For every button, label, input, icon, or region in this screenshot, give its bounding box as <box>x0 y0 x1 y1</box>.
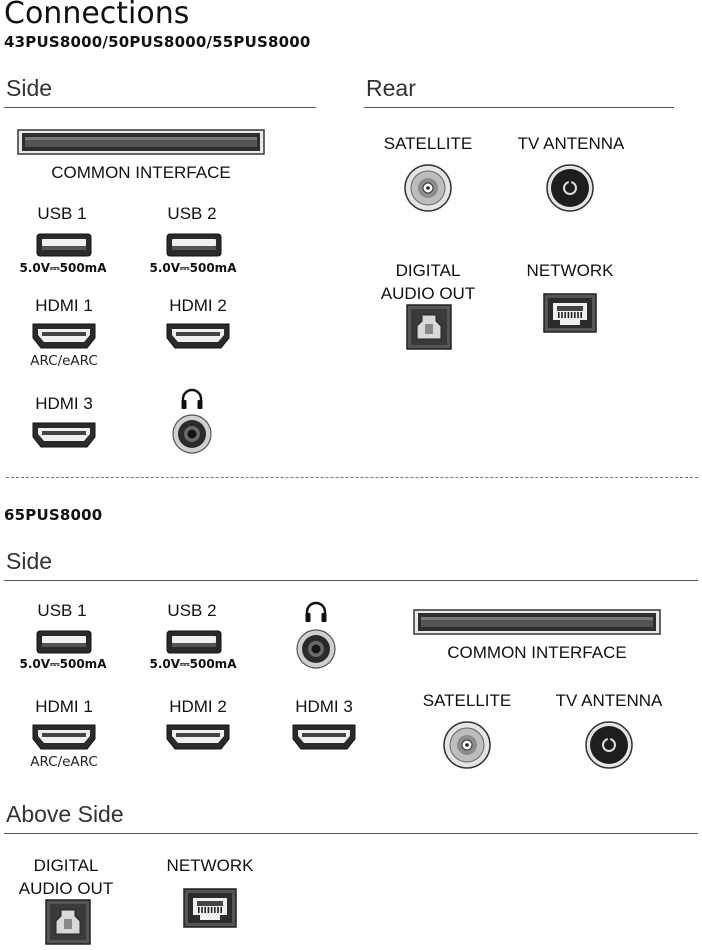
hdmi1-label-2: HDMI 1 <box>35 697 93 716</box>
digital-audio-label-line2-2: AUDIO OUT <box>18 879 114 898</box>
hdmi1-arc-label-2: ARC/eARC <box>30 754 98 770</box>
optical-port-1 <box>406 304 452 350</box>
digital-audio-label-line1-1: DIGITAL <box>395 261 461 280</box>
divider-side-2 <box>4 580 698 581</box>
usb2-port-1 <box>166 233 222 257</box>
tv-antenna-connector-1 <box>546 164 594 212</box>
common-interface-slot-1 <box>17 129 265 155</box>
network-label-2: NETWORK <box>166 856 254 875</box>
satellite-connector-1 <box>404 164 452 212</box>
usb2-port-2 <box>166 630 222 654</box>
model-list-1: 43PUS8000/50PUS8000/55PUS8000 <box>4 33 311 51</box>
satellite-connector-2 <box>443 721 491 769</box>
hdmi2-port-1 <box>166 323 230 349</box>
tv-antenna-label-1: TV ANTENNA <box>517 134 625 153</box>
ethernet-port-2 <box>183 888 237 928</box>
usb1-port-1 <box>36 233 92 257</box>
group-separator <box>6 477 698 478</box>
hdmi1-port-1 <box>32 323 96 349</box>
model-list-2: 65PUS8000 <box>4 506 103 524</box>
usb2-label-2: USB 2 <box>167 601 217 620</box>
satellite-label-1: SATELLITE <box>383 134 473 153</box>
page-title: Connections <box>4 0 190 31</box>
divider-rear-1 <box>364 107 674 108</box>
digital-audio-label-line1-2: DIGITAL <box>33 856 99 875</box>
headphone-jack-1 <box>172 414 212 454</box>
hdmi1-label-1: HDMI 1 <box>35 296 93 315</box>
usb2-spec-2: 5.0V⎓500mA <box>149 657 237 671</box>
section-side-2: Side <box>6 548 53 574</box>
usb1-label-1: USB 1 <box>37 204 87 223</box>
section-rear-1: Rear <box>366 75 416 101</box>
usb2-spec-1: 5.0V⎓500mA <box>149 261 237 275</box>
hdmi3-port-2 <box>292 724 356 750</box>
tv-antenna-label-2: TV ANTENNA <box>555 691 663 710</box>
usb1-spec-2: 5.0V⎓500mA <box>19 657 107 671</box>
hdmi3-port-1 <box>32 422 96 448</box>
hdmi3-label-1: HDMI 3 <box>35 394 93 413</box>
network-label-1: NETWORK <box>526 261 614 280</box>
usb1-spec-1: 5.0V⎓500mA <box>19 261 107 275</box>
optical-port-2 <box>45 899 91 945</box>
digital-audio-label-line2-1: AUDIO OUT <box>380 284 476 303</box>
section-side-1: Side <box>6 75 53 101</box>
headphones-icon <box>180 388 204 410</box>
usb2-label-1: USB 2 <box>167 204 217 223</box>
ethernet-port-1 <box>543 293 597 333</box>
headphones-icon <box>304 601 328 623</box>
hdmi3-label-2: HDMI 3 <box>295 697 353 716</box>
hdmi1-arc-label-1: ARC/eARC <box>30 353 98 369</box>
common-interface-slot-2 <box>413 609 661 635</box>
common-interface-label-1: COMMON INTERFACE <box>51 163 231 182</box>
hdmi2-port-2 <box>166 724 230 750</box>
divider-above-side <box>4 833 698 834</box>
section-above-side: Above Side <box>6 801 124 827</box>
common-interface-label-2: COMMON INTERFACE <box>447 643 627 662</box>
satellite-label-2: SATELLITE <box>422 691 512 710</box>
tv-antenna-connector-2 <box>585 721 633 769</box>
hdmi2-label-2: HDMI 2 <box>169 697 227 716</box>
divider-side-1 <box>4 107 316 108</box>
usb1-port-2 <box>36 630 92 654</box>
hdmi2-label-1: HDMI 2 <box>169 296 227 315</box>
headphone-jack-2 <box>296 629 336 669</box>
hdmi1-port-2 <box>32 724 96 750</box>
usb1-label-2: USB 1 <box>37 601 87 620</box>
